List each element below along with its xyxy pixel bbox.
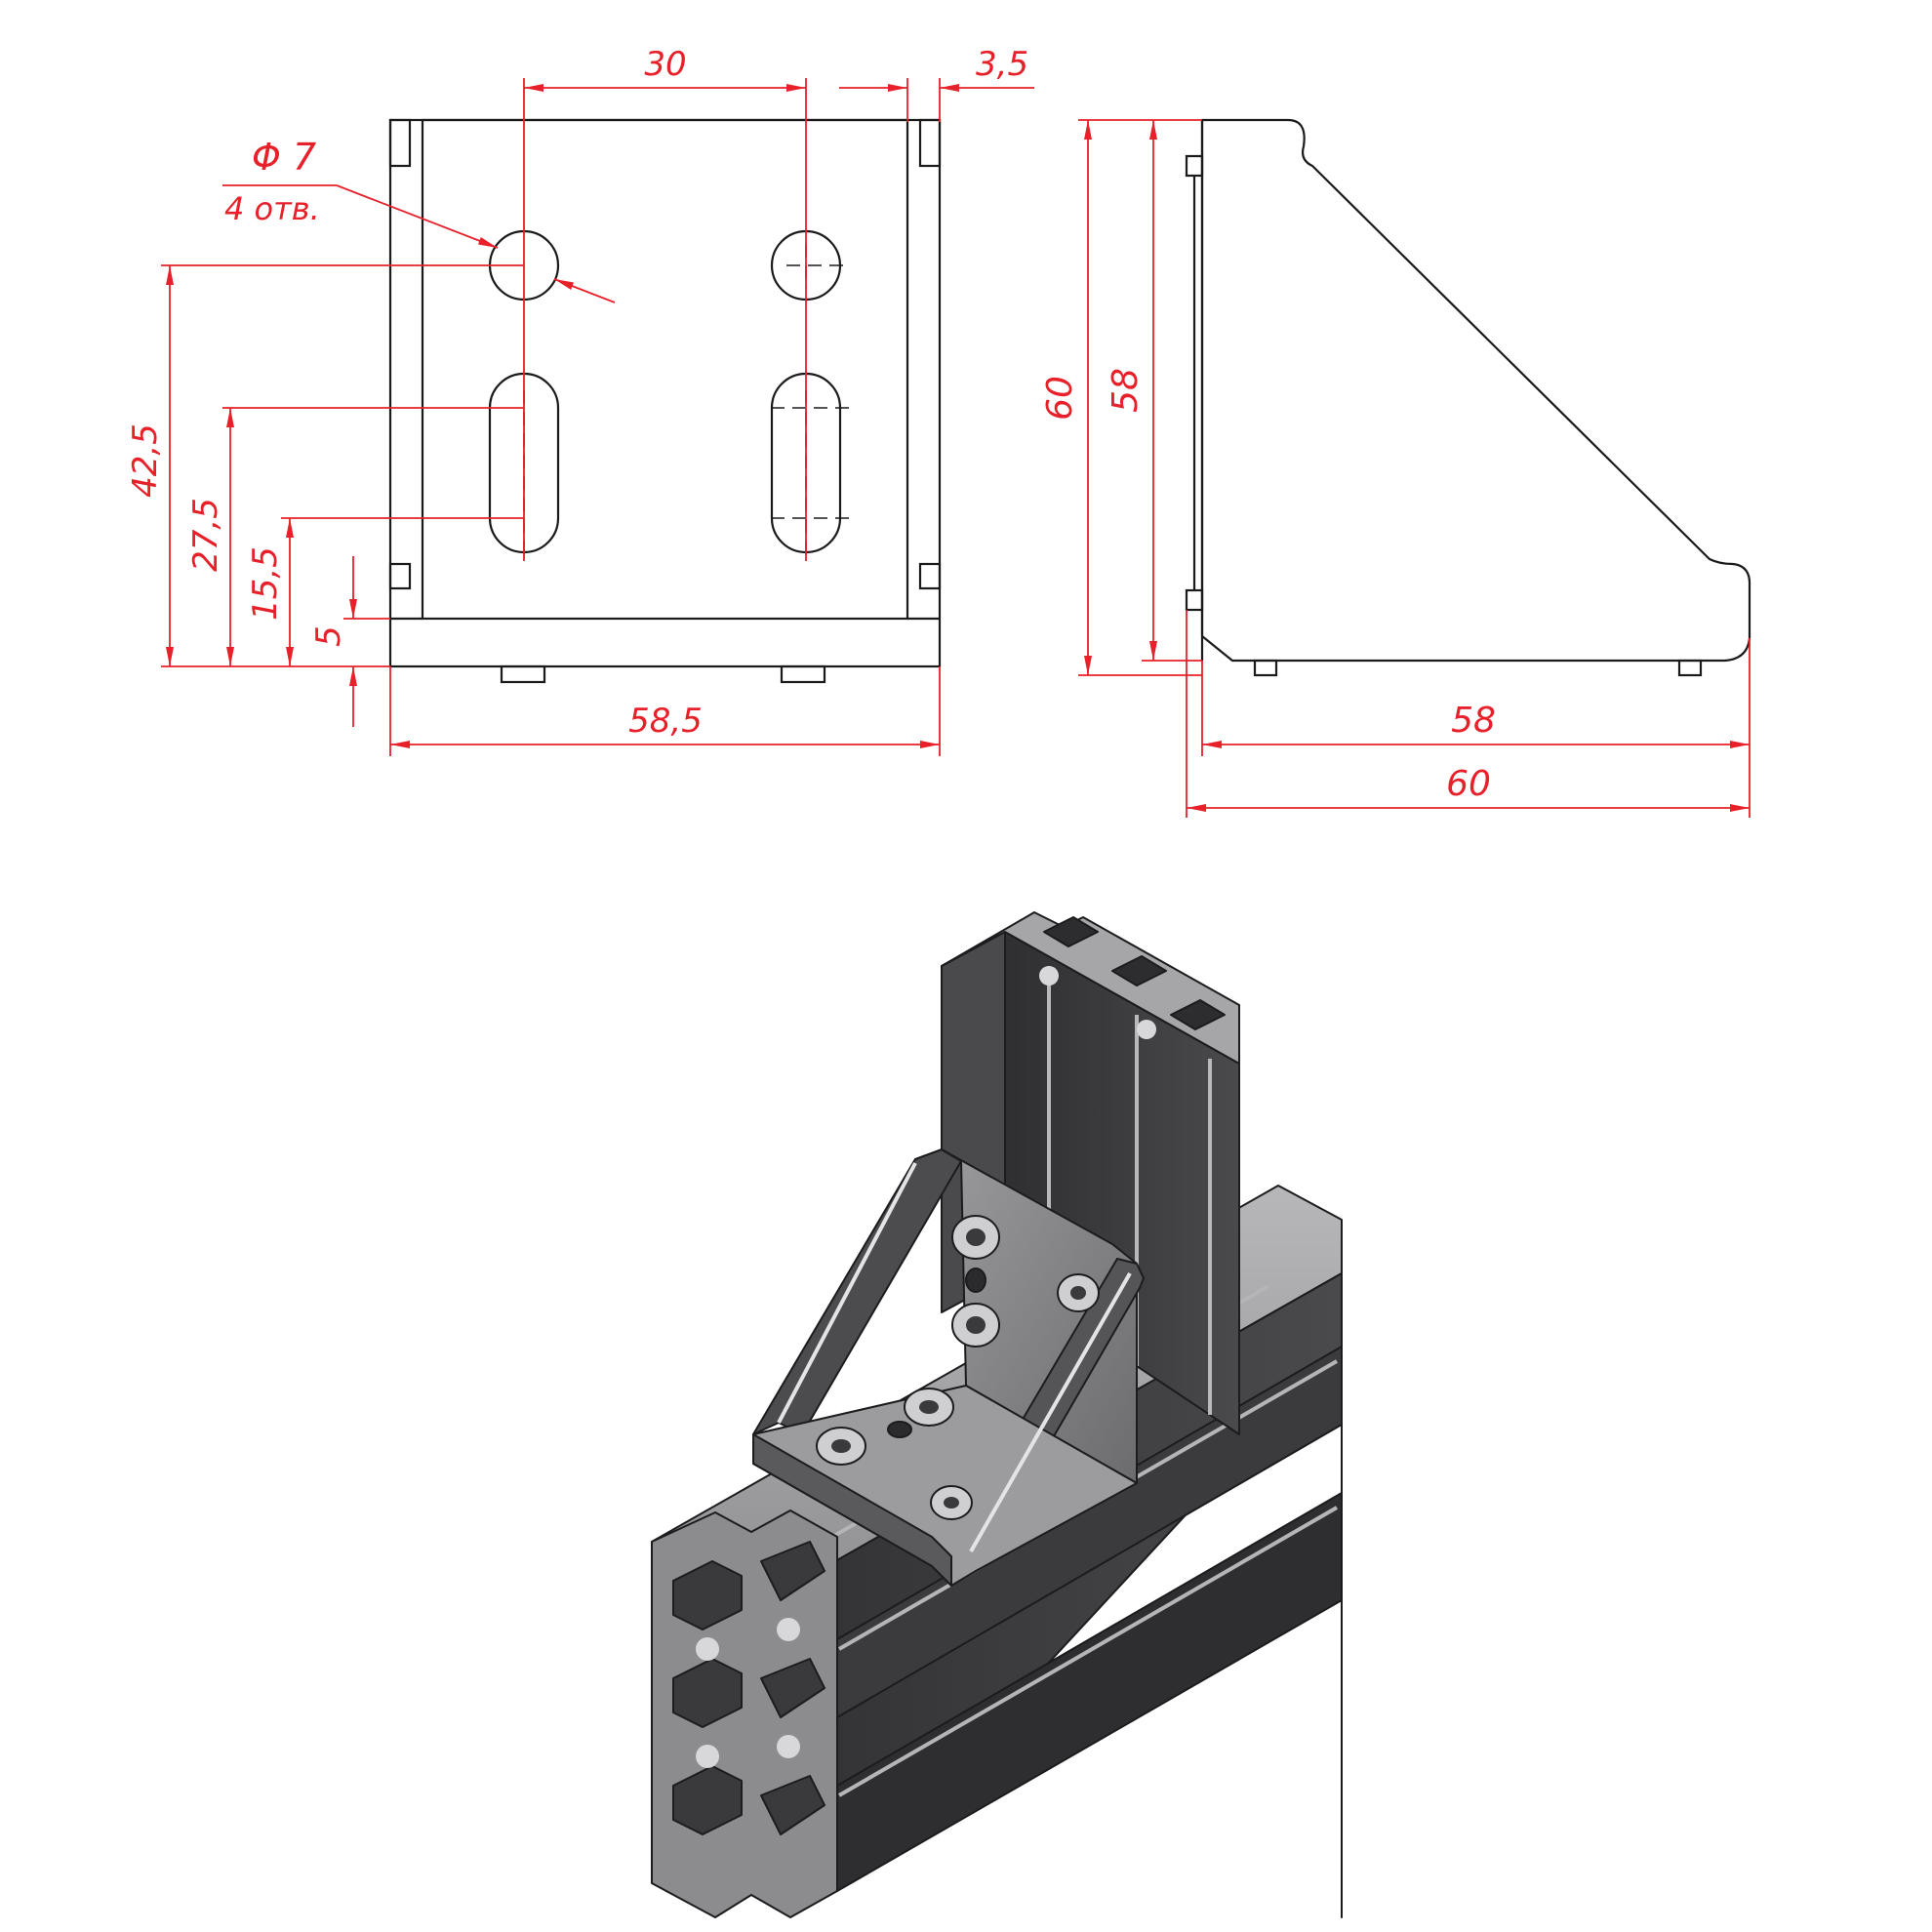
profile-end-cores: [696, 1618, 800, 1768]
width-label: 58,5: [628, 702, 703, 741]
screw-6: [930, 1485, 973, 1520]
side-view-dimensions: [1078, 119, 1751, 818]
hole-spacing-label: 30: [644, 45, 686, 84]
bracket-screws: [816, 1215, 1100, 1520]
outer-width-label: 60: [1446, 764, 1491, 804]
slot-opening-base: [887, 1421, 912, 1438]
height-label-5: 5: [309, 625, 348, 647]
height-label-42-5: 42,5: [126, 423, 165, 498]
inner-width-label: 58: [1451, 701, 1496, 741]
height-label-27-5: 27,5: [186, 498, 225, 572]
vertical-profile-top: [941, 911, 1240, 1065]
front-view-dimensions: [161, 78, 1034, 756]
screw-4: [904, 1388, 954, 1427]
edge-offset-label: 3,5: [976, 45, 1028, 84]
vertical-top-slots: [1043, 916, 1226, 1030]
isometric-assembly: [651, 911, 1343, 1918]
vertical-top-cores: [1039, 966, 1156, 1039]
bracket-edge-highlights: [777, 1162, 1132, 1552]
height-label-15-5: 15,5: [246, 546, 285, 621]
hole-count-label: 4 отв.: [224, 190, 320, 227]
screw-1: [951, 1215, 1000, 1260]
inner-height-label: 58: [1106, 368, 1146, 413]
screw-3: [1057, 1273, 1100, 1312]
front-view-outline: [388, 118, 942, 684]
front-view-centerlines: [523, 244, 851, 561]
screw-2: [951, 1303, 1000, 1348]
side-view-outline: [1185, 118, 1751, 677]
front-view: 30 3,5 Φ 7 4 отв. 42,5 27,5 15,5 5 58,5: [126, 45, 1034, 756]
profile-end-slots: [672, 1541, 825, 1835]
slot-opening-vertical: [965, 1268, 986, 1293]
outer-height-label: 60: [1040, 376, 1080, 421]
screw-5: [816, 1427, 866, 1466]
side-view: 60 58 58 60: [1040, 118, 1751, 818]
bracket-base-edge: [752, 1433, 952, 1587]
hole-diameter-label: Φ 7: [252, 136, 316, 179]
